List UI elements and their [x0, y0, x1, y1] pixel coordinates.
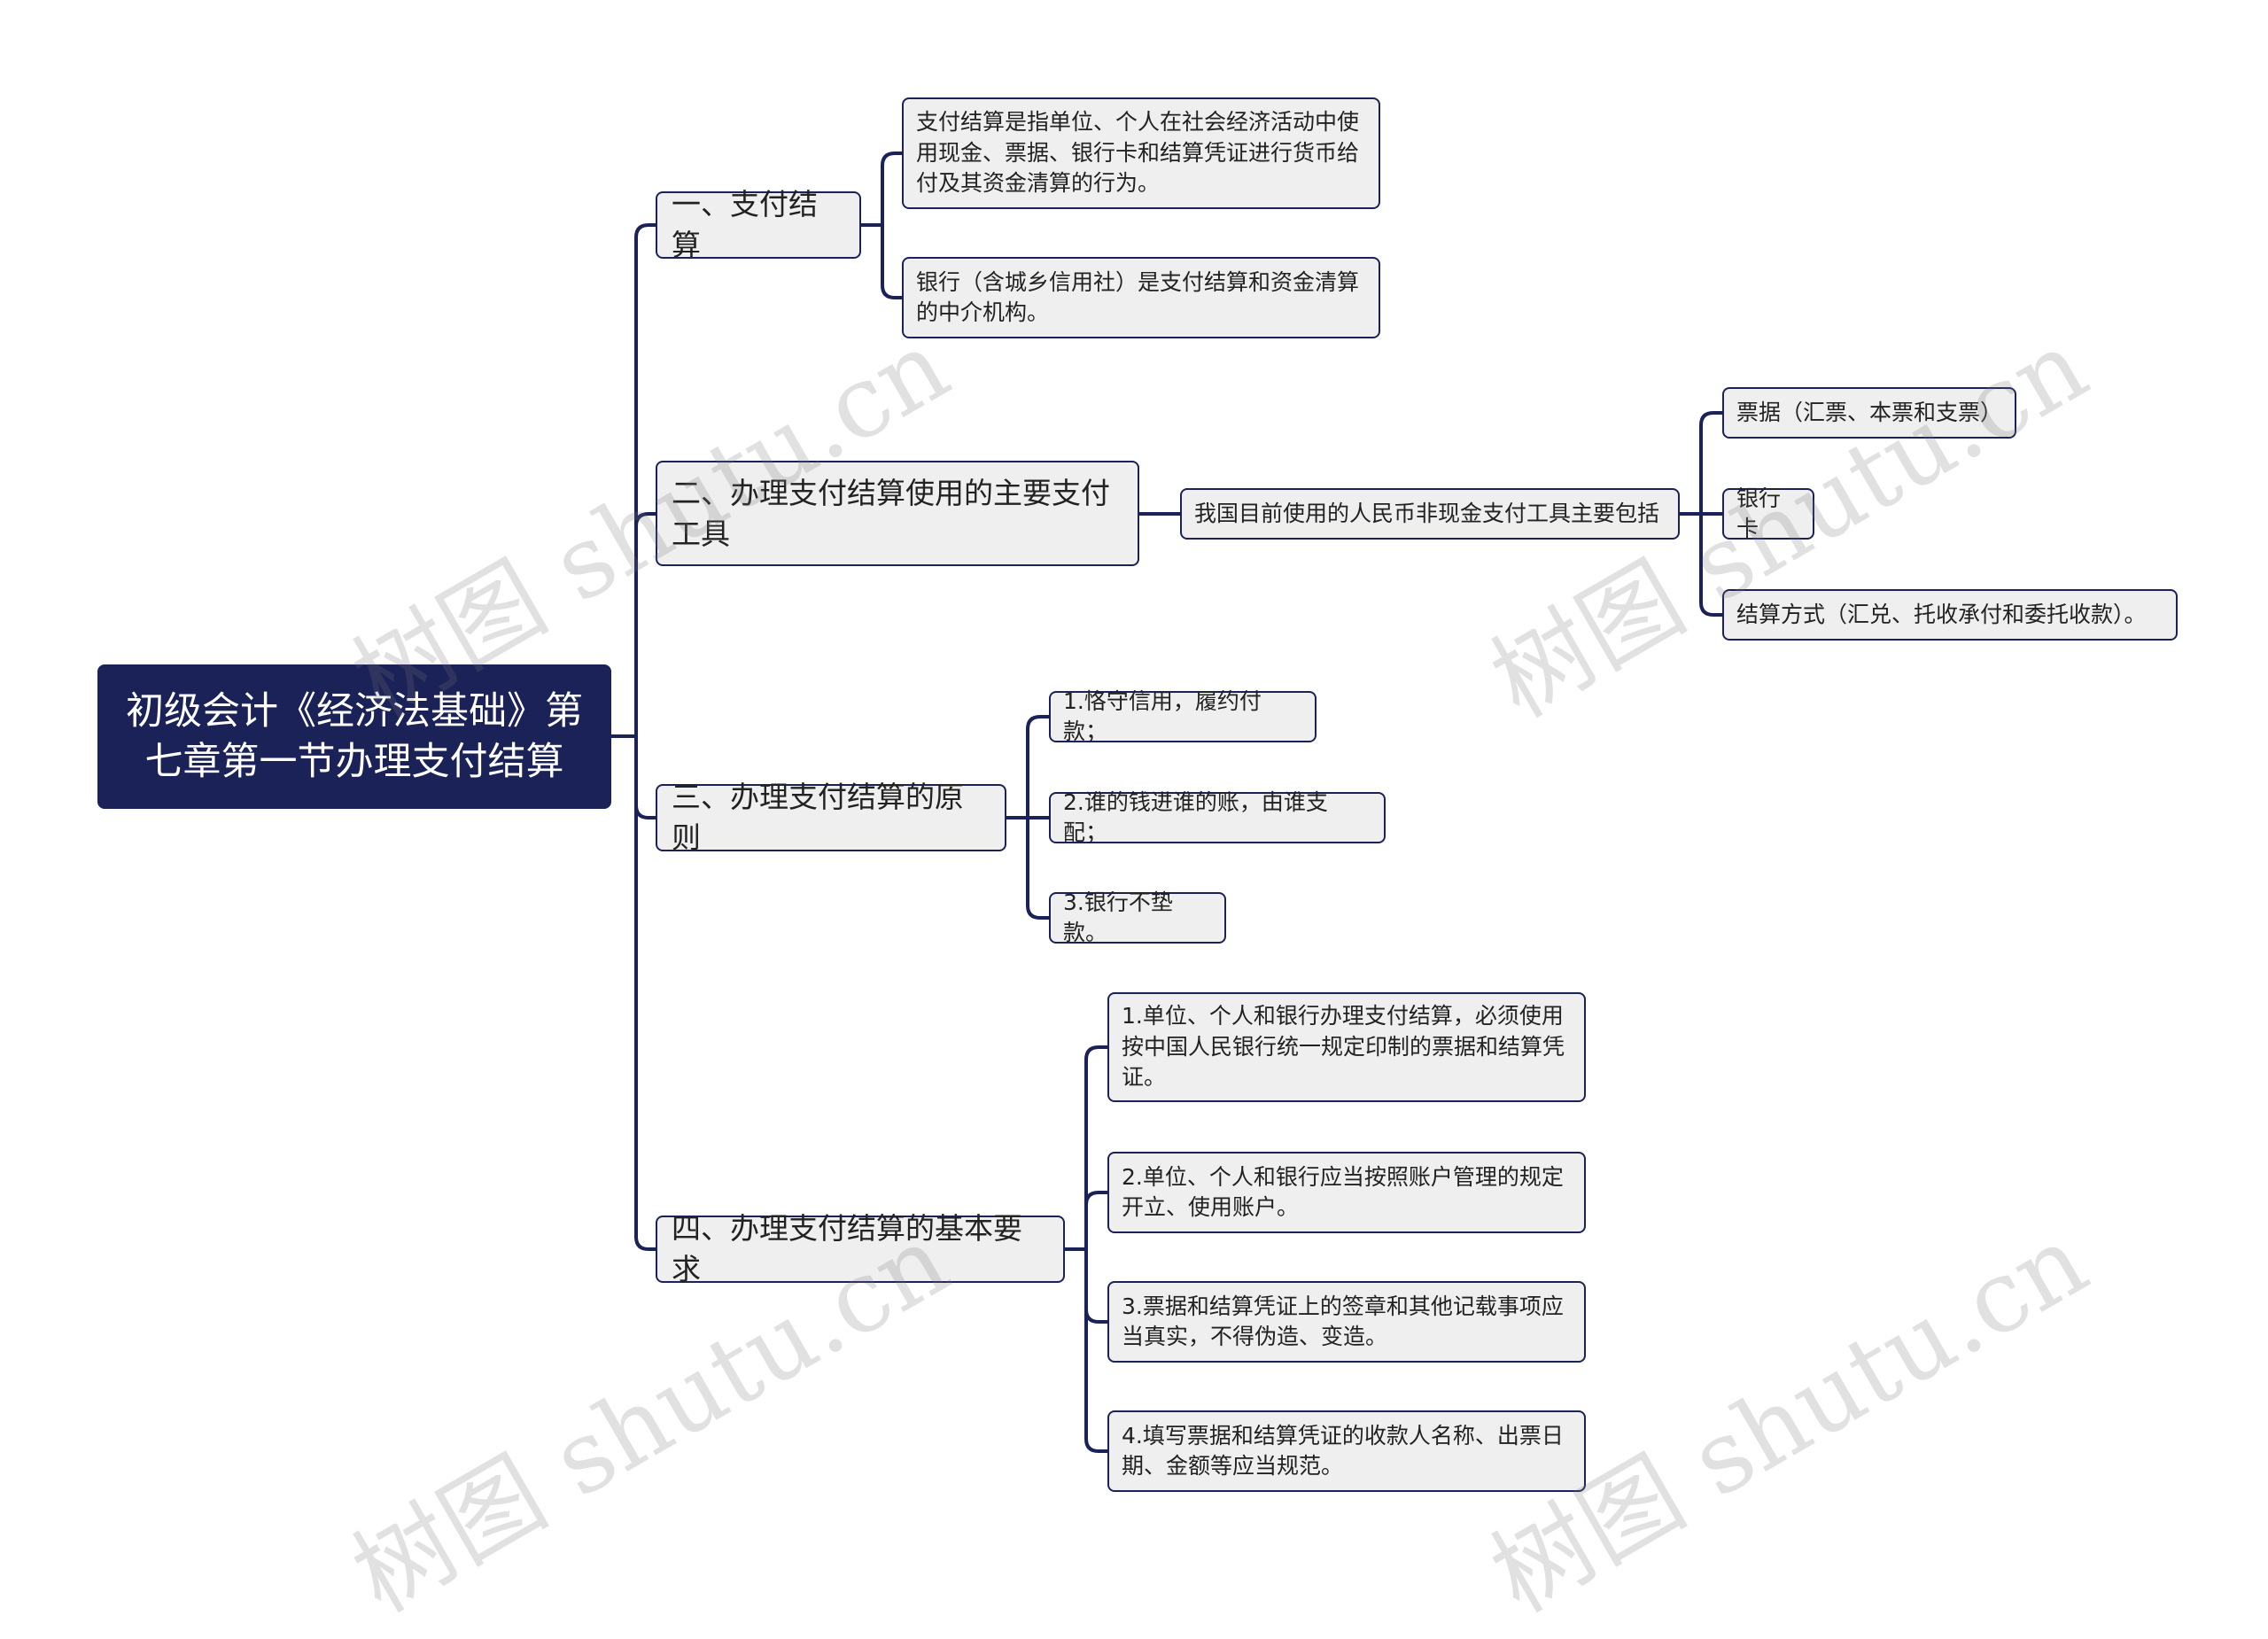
leaf-node-requirement-2[interactable]: 2.单位、个人和银行应当按照账户管理的规定开立、使用账户。 [1107, 1152, 1586, 1233]
root-node[interactable]: 初级会计《经济法基础》第七章第一节办理支付结算 [97, 664, 611, 809]
leaf-label: 4.填写票据和结算凭证的收款人名称、出票日期、金额等应当规范。 [1122, 1422, 1564, 1480]
leaf-node-bank-card[interactable]: 银行卡 [1722, 485, 1814, 541]
leaf-node-requirement-1[interactable]: 1.单位、个人和银行办理支付结算，必须使用按中国人民银行统一规定印制的票据和结算… [1107, 992, 1586, 1102]
branch-label: 四、办理支付结算的基本要求 [672, 1211, 1022, 1286]
root-title: 初级会计《经济法基础》第七章第一节办理支付结算 [126, 688, 583, 784]
connector-lines [610, 151, 1724, 1453]
sub-label: 我国目前使用的人民币非现金支付工具主要包括 [1194, 500, 1660, 526]
branch-label: 一、支付结算 [672, 187, 818, 262]
leaf-label: 结算方式（汇兑、托收承付和委托收款）。 [1736, 601, 2147, 627]
leaf-label: 3.票据和结算凭证上的签章和其他记载事项应当真实，不得伪造、变造。 [1122, 1293, 1564, 1350]
leaf-node-requirement-3[interactable]: 3.票据和结算凭证上的签章和其他记载事项应当真实，不得伪造、变造。 [1107, 1281, 1586, 1363]
branch-node-payment-settlement[interactable]: 一、支付结算 [656, 187, 861, 262]
leaf-label: 银行卡 [1736, 485, 1782, 542]
branch-label: 三、办理支付结算的原则 [672, 780, 964, 855]
leaf-node-definition[interactable]: 支付结算是指单位、个人在社会经济活动中使用现金、票据、银行卡和结算凭证进行货币给… [902, 97, 1380, 209]
branch-node-basic-requirements[interactable]: 四、办理支付结算的基本要求 [656, 1211, 1065, 1286]
leaf-node-principle-2[interactable]: 2.谁的钱进谁的账，由谁支配； [1049, 789, 1386, 845]
branch3-connector [1005, 715, 1051, 920]
branch-label: 二、办理支付结算使用的主要支付工具 [672, 475, 1110, 551]
leaf-node-principle-3[interactable]: 3.银行不垫款。 [1049, 889, 1226, 945]
leaf-label: 票据（汇票、本票和支票） [1736, 399, 2003, 425]
branch-node-principles[interactable]: 三、办理支付结算的原则 [656, 780, 1006, 855]
leaf-node-settlement-methods[interactable]: 结算方式（汇兑、托收承付和委托收款）。 [1722, 589, 2178, 641]
subnode-connector [1678, 411, 1724, 617]
sub-node-non-cash-tools[interactable]: 我国目前使用的人民币非现金支付工具主要包括 [1180, 488, 1680, 540]
leaf-label: 2.单位、个人和银行应当按照账户管理的规定开立、使用账户。 [1122, 1163, 1564, 1221]
leaf-label: 1.恪守信用，履约付款； [1063, 687, 1262, 745]
leaf-label: 3.银行不垫款。 [1063, 889, 1173, 946]
leaf-node-bills[interactable]: 票据（汇票、本票和支票） [1722, 387, 2016, 439]
leaf-node-requirement-4[interactable]: 4.填写票据和结算凭证的收款人名称、出票日期、金额等应当规范。 [1107, 1410, 1586, 1492]
leaf-label: 2.谁的钱进谁的账，由谁支配； [1063, 788, 1328, 846]
leaf-label: 支付结算是指单位、个人在社会经济活动中使用现金、票据、银行卡和结算凭证进行货币给… [916, 109, 1360, 197]
leaf-label: 1.单位、个人和银行办理支付结算，必须使用按中国人民银行统一规定印制的票据和结算… [1122, 1003, 1565, 1091]
branch-node-payment-tools[interactable]: 二、办理支付结算使用的主要支付工具 [656, 461, 1139, 566]
leaf-node-principle-1[interactable]: 1.恪守信用，履约付款； [1049, 688, 1317, 744]
mind-map-canvas: 初级会计《经济法基础》第七章第一节办理支付结算 一、支付结算 支付结算是指单位、… [97, 97, 2178, 1635]
leaf-label: 银行（含城乡信用社）是支付结算和资金清算的中介机构。 [916, 268, 1360, 326]
branch1-connector [859, 151, 904, 299]
branch4-connector [1063, 1045, 1109, 1453]
root-connector [610, 223, 657, 1251]
leaf-node-bank-intermediary[interactable]: 银行（含城乡信用社）是支付结算和资金清算的中介机构。 [902, 257, 1380, 338]
